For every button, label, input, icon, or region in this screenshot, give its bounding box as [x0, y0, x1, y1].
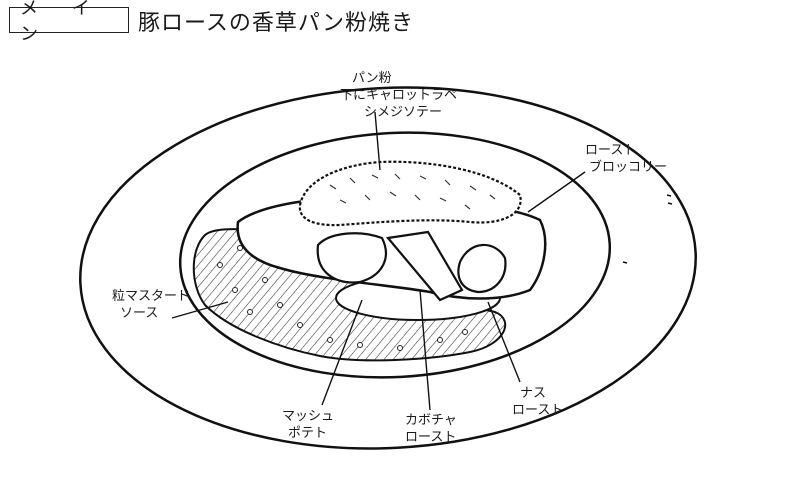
label-broccoli: ロースト ブロッコリー — [585, 143, 668, 175]
label-topping: パン粉 下にキャロットラペ シメジソテー — [340, 71, 458, 120]
leader-broccoli — [527, 171, 586, 213]
eggplant-slice — [316, 232, 387, 284]
mustard-seeds — [217, 245, 468, 351]
leader-sauce — [171, 301, 229, 319]
leader-eggplant — [487, 301, 521, 383]
breadcrumb-crust — [298, 160, 522, 227]
plate-inner-well — [178, 131, 612, 379]
label-sauce: 粒マスタード ソース — [112, 289, 191, 321]
label-potato: マッシュ ポテト — [282, 409, 335, 441]
crust-texture — [329, 173, 496, 210]
rim-glare-marks — [622, 194, 673, 264]
category-label: メ イ ン — [20, 0, 104, 45]
category-label-box: メ イ ン — [9, 0, 129, 45]
plate-outer-rim — [79, 86, 697, 450]
label-eggplant: ナス ロースト — [512, 386, 564, 418]
label-pumpkin: カボチャ ロースト — [405, 413, 457, 445]
leader-lines — [171, 111, 586, 411]
dish-title: 豚ロースの香草パン粉焼き — [138, 11, 415, 36]
broccoli — [457, 243, 507, 294]
leader-topping — [374, 111, 381, 171]
pumpkin-wedge — [385, 230, 464, 302]
leader-pumpkin — [419, 289, 431, 411]
leader-potato — [321, 299, 363, 406]
